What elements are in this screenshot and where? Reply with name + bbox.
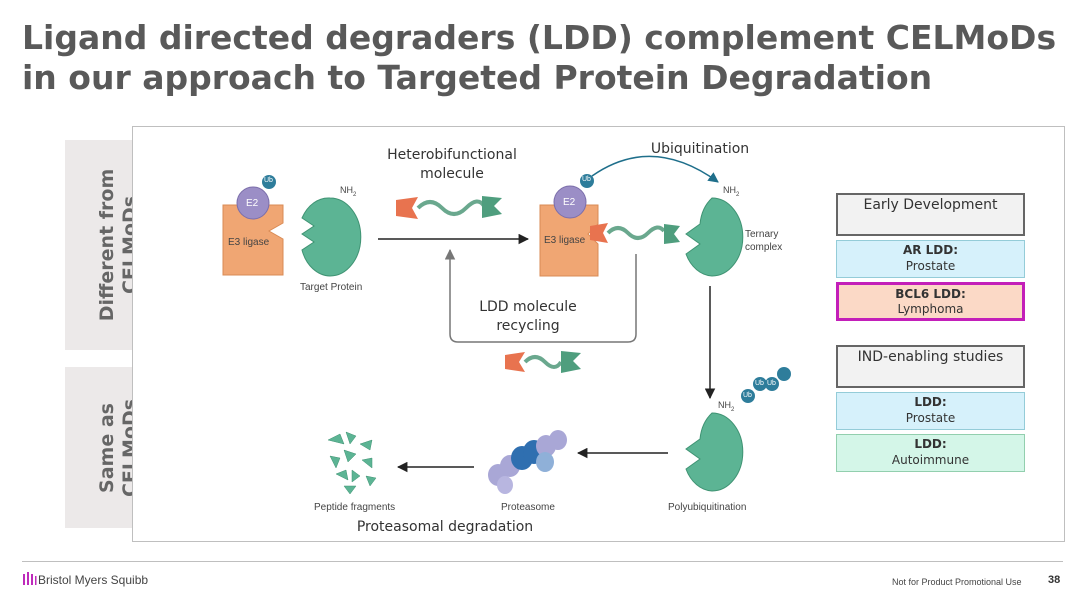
polyubiquitination-label: Polyubiquitination (668, 502, 747, 513)
ar-ldd-name: AR LDD: (902, 243, 959, 257)
ternary-complex-label: Ternary complex (745, 229, 783, 253)
brand-name: Bristol Myers Squibb (38, 573, 149, 587)
ligand-shape (482, 196, 502, 218)
e3-ligase-label-2: E3 ligase (544, 235, 586, 246)
e3-ligase-shape (222, 204, 284, 276)
linker-shape (416, 199, 486, 216)
ub-label-2: Ub (582, 176, 591, 183)
e2-label: E2 (246, 198, 259, 209)
recycled-ligand-shape (505, 352, 525, 372)
peptide-fragments-label: Peptide fragments (314, 502, 396, 513)
ldd-prostate-box: LDD: Prostate (836, 392, 1025, 430)
ubiquitination-label: Ubiquitination (650, 141, 750, 157)
recycling-loop-arrow (444, 248, 637, 343)
heterobifunctional-molecule-shape (396, 197, 418, 219)
ub-label: Ub (264, 177, 273, 184)
slide-title: Ligand directed degraders (LDD) compleme… (22, 18, 1057, 97)
target-protein-shape (301, 197, 362, 277)
recycled-linker-shape (523, 355, 563, 369)
ar-ldd-indication: Prostate (905, 259, 956, 273)
ar-ldd-box: AR LDD: Prostate (836, 240, 1025, 278)
bcl6-ldd-box: BCL6 LDD: Lymphoma (836, 282, 1025, 321)
ldd-recycling-label: LDD molecule recycling (479, 299, 577, 334)
proteasome-shape (488, 430, 567, 494)
target-protein-label: Target Protein (300, 282, 363, 293)
bound-linker-shape (606, 225, 666, 240)
nh2-label-3: NH2 (718, 400, 735, 413)
ub-chain-label-2: Ub (755, 380, 764, 387)
bcl6-ldd-name: BCL6 LDD: (895, 287, 966, 301)
ub-shape-2 (580, 174, 594, 188)
nh2-label-2: NH2 (723, 185, 740, 198)
ldd-prostate-name: LDD: (914, 395, 947, 409)
peptide-fragments-shape (327, 431, 377, 495)
ub-chain-label-1: Ub (743, 392, 752, 399)
nh2-label: NH2 (340, 185, 357, 198)
ub-shape (262, 175, 276, 189)
ub-chain-2 (753, 377, 767, 391)
e2-shape-2 (553, 185, 587, 219)
bcl6-ldd-indication: Lymphoma (897, 302, 964, 316)
polyubiquitinated-protein-shape (685, 412, 744, 492)
ldd-prostate-indication: Prostate (905, 411, 956, 425)
recycled-protein-ligand-shape (561, 351, 581, 373)
page-number: 38 (1048, 574, 1061, 586)
ub-chain-1 (741, 389, 755, 403)
proteasome-label: Proteasome (501, 502, 555, 513)
ldd-autoimmune-box: LDD: Autoimmune (836, 434, 1025, 472)
e2-label-2: E2 (563, 197, 576, 208)
footer-divider (22, 561, 1063, 562)
ub-chain-label-3: Ub (767, 380, 776, 387)
e2-shape (236, 186, 270, 220)
ind-enabling-header: IND-enabling studies (836, 345, 1025, 388)
ub-chain-4 (777, 367, 791, 381)
e3-ligase-label: E3 ligase (228, 237, 270, 248)
ldd-autoimmune-name: LDD: (914, 437, 947, 451)
early-development-header: Early Development (836, 193, 1025, 236)
footer-note: Not for Product Promotional Use (892, 577, 1022, 587)
bound-protein-ligand-shape (664, 224, 680, 244)
proteasomal-degradation-label: Proteasomal degradation (356, 519, 534, 535)
ternary-protein-shape (685, 197, 744, 277)
ldd-autoimmune-indication: Autoimmune (891, 453, 970, 467)
bound-ligand-shape (590, 223, 608, 243)
ubiquitination-arrow (591, 155, 719, 183)
heterobifunctional-label: Heterobifunctional molecule (387, 147, 517, 182)
ub-chain-3 (765, 377, 779, 391)
